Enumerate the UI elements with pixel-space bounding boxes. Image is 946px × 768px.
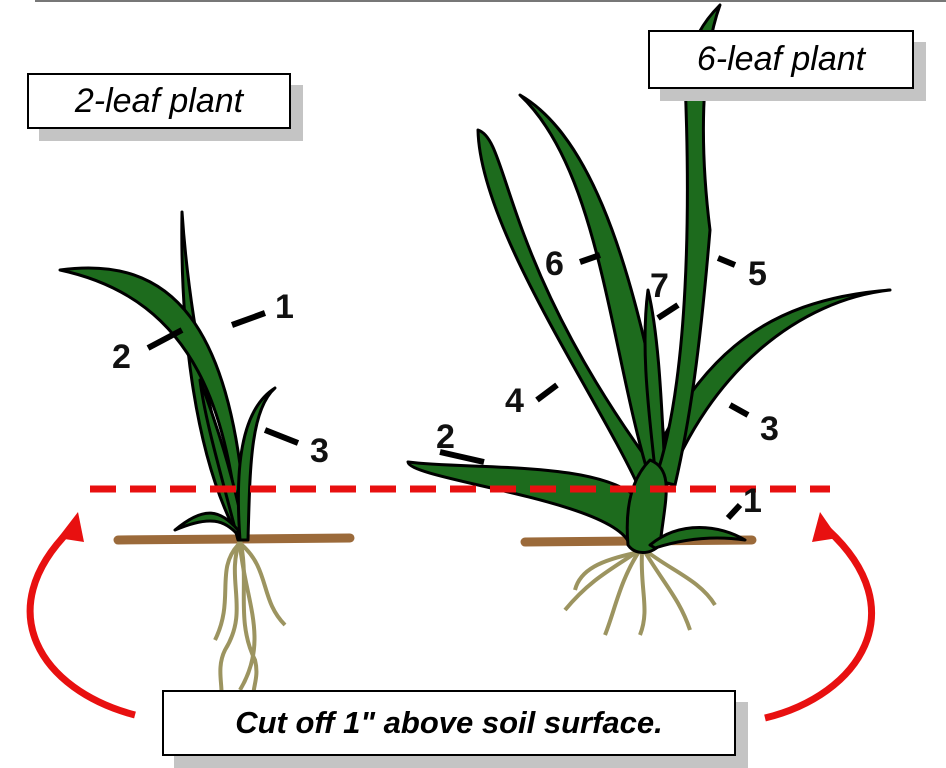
leaf-pointers [146,252,750,521]
two-leaf-number-1: 1 [275,288,294,326]
two-leaf-number-2: 2 [112,338,131,376]
two-leaf-plant [58,210,277,542]
two-leaf-plant-label: 2-leaf plant [27,73,291,129]
roots-right [563,548,717,636]
six-leaf-number-2: 2 [436,418,455,456]
six-leaf-plant [406,3,892,554]
six-leaf-number-1: 1 [743,482,762,520]
roots-left [213,539,287,701]
arrowhead-right-icon [812,512,838,542]
cut-instruction-label: Cut off 1" above soil surface. [162,690,736,756]
six-leaf-number-3: 3 [760,410,779,448]
six-leaf-plant-label: 6-leaf plant [648,30,914,89]
six-leaf-number-7: 7 [650,267,669,305]
six-leaf-number-4: 4 [505,382,524,420]
six-leaf-number-6: 6 [545,245,564,283]
arrowhead-left-icon [58,512,84,542]
red-arrows [26,527,875,722]
two-leaf-number-3: 3 [310,432,329,470]
six-leaf-number-5: 5 [748,255,767,293]
